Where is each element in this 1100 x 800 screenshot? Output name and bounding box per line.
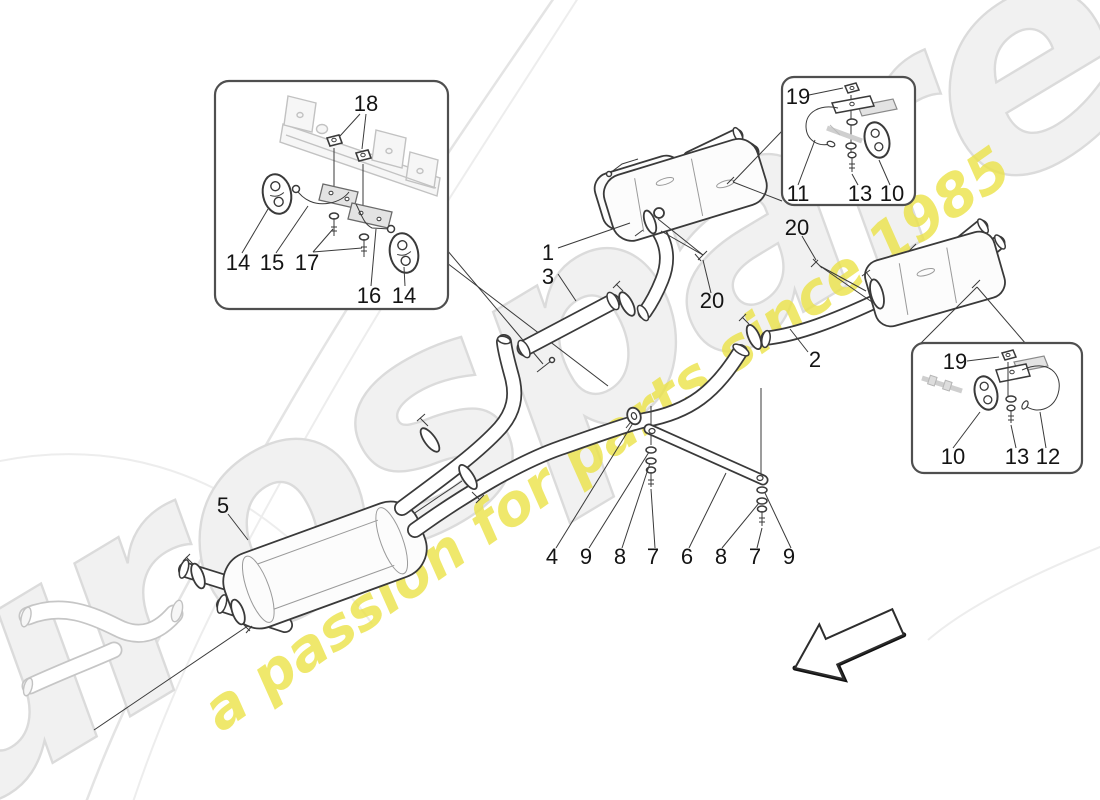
- callout-10: 10: [880, 181, 904, 206]
- washer: [756, 497, 768, 505]
- callout-18: 18: [354, 91, 378, 116]
- rear-silencer-right: [738, 218, 1007, 350]
- main-callouts: 1 3 2 5 20 20 4 9 8 7 6 8 7 9: [217, 215, 821, 569]
- connecting-pipe: [516, 280, 636, 359]
- hanger-hook: [805, 106, 839, 148]
- callout-14: 14: [392, 283, 416, 308]
- callout-4: 4: [546, 544, 558, 569]
- cage-nut: [1000, 349, 1018, 361]
- callout-10: 10: [941, 444, 965, 469]
- rubber-hanger: [261, 173, 293, 215]
- callout-6: 6: [681, 544, 693, 569]
- callout-13: 13: [848, 181, 872, 206]
- pipe-clamp: [182, 553, 206, 590]
- ghost-front-pipes: [18, 599, 184, 697]
- threaded-rod-ghost: [826, 125, 863, 144]
- rubber-hanger: [863, 121, 891, 159]
- callout-1: 1: [542, 240, 554, 265]
- callout-9: 9: [783, 544, 795, 569]
- threaded-rod-ghost: [921, 374, 963, 394]
- callout-16: 16: [357, 283, 381, 308]
- callout-11: 11: [787, 181, 810, 206]
- pipe-clamp: [458, 463, 485, 504]
- direction-arrow: [792, 607, 907, 683]
- pipe-clamp: [861, 269, 885, 310]
- callout-7: 7: [647, 544, 659, 569]
- washer: [645, 457, 657, 465]
- callout-9: 9: [580, 544, 592, 569]
- support-strut: [643, 388, 769, 526]
- washer: [1005, 395, 1017, 403]
- hanger-hook: [355, 203, 396, 234]
- callout-3: 3: [542, 264, 554, 289]
- callout-7: 7: [749, 544, 761, 569]
- callout-19: 19: [943, 349, 967, 374]
- washer: [845, 142, 857, 150]
- cage-nut: [354, 149, 373, 162]
- fixing-pin: [694, 250, 708, 262]
- pipe-clamp: [230, 598, 253, 634]
- inset-box-left-rear-hanger: 19 11 13 10: [780, 75, 917, 207]
- pipe-clamp: [738, 313, 763, 350]
- pipe-clamp: [634, 209, 658, 237]
- rubber-hanger: [973, 375, 999, 411]
- bolt: [328, 212, 340, 236]
- callout-19: 19: [786, 84, 810, 109]
- bolt: [645, 466, 657, 487]
- callout-15: 15: [260, 250, 284, 275]
- bolt: [756, 505, 768, 526]
- callout-13: 13: [1005, 444, 1029, 469]
- hanger-hook: [1021, 365, 1060, 411]
- rear-silencer-left: [593, 126, 768, 322]
- washer: [645, 446, 657, 454]
- washer: [756, 486, 768, 494]
- centre-silencer: [178, 500, 428, 634]
- callout-12: 12: [1036, 444, 1060, 469]
- washer: [846, 118, 858, 126]
- inset-box-right-rear-hanger: 19 10 13 12: [910, 341, 1084, 475]
- bolt: [847, 151, 857, 172]
- pipe-clamp: [416, 413, 441, 453]
- callout-20: 20: [785, 215, 809, 240]
- inset-box-front-hangers: 18 14 15 17 16 14: [213, 79, 450, 311]
- intermediate-pipes: [394, 334, 750, 538]
- bolt: [358, 233, 370, 257]
- leader-lines: [227, 130, 1027, 549]
- rubber-hanger: [388, 232, 420, 274]
- callout-17: 17: [295, 250, 319, 275]
- callout-8: 8: [614, 544, 626, 569]
- arrow-outline: [793, 607, 906, 681]
- callout-5: 5: [217, 493, 229, 518]
- cage-nut: [325, 134, 344, 147]
- hanger-hook: [291, 184, 350, 205]
- callout-14: 14: [226, 250, 250, 275]
- cage-nut: [843, 82, 861, 94]
- callout-2: 2: [809, 347, 821, 372]
- callout-8: 8: [715, 544, 727, 569]
- rubber-ring-mount: [625, 406, 642, 429]
- bolt: [1006, 404, 1016, 423]
- hanger-bracket-plate: [857, 98, 898, 117]
- callout-20: 20: [700, 288, 724, 313]
- pipe-clamp: [612, 280, 636, 317]
